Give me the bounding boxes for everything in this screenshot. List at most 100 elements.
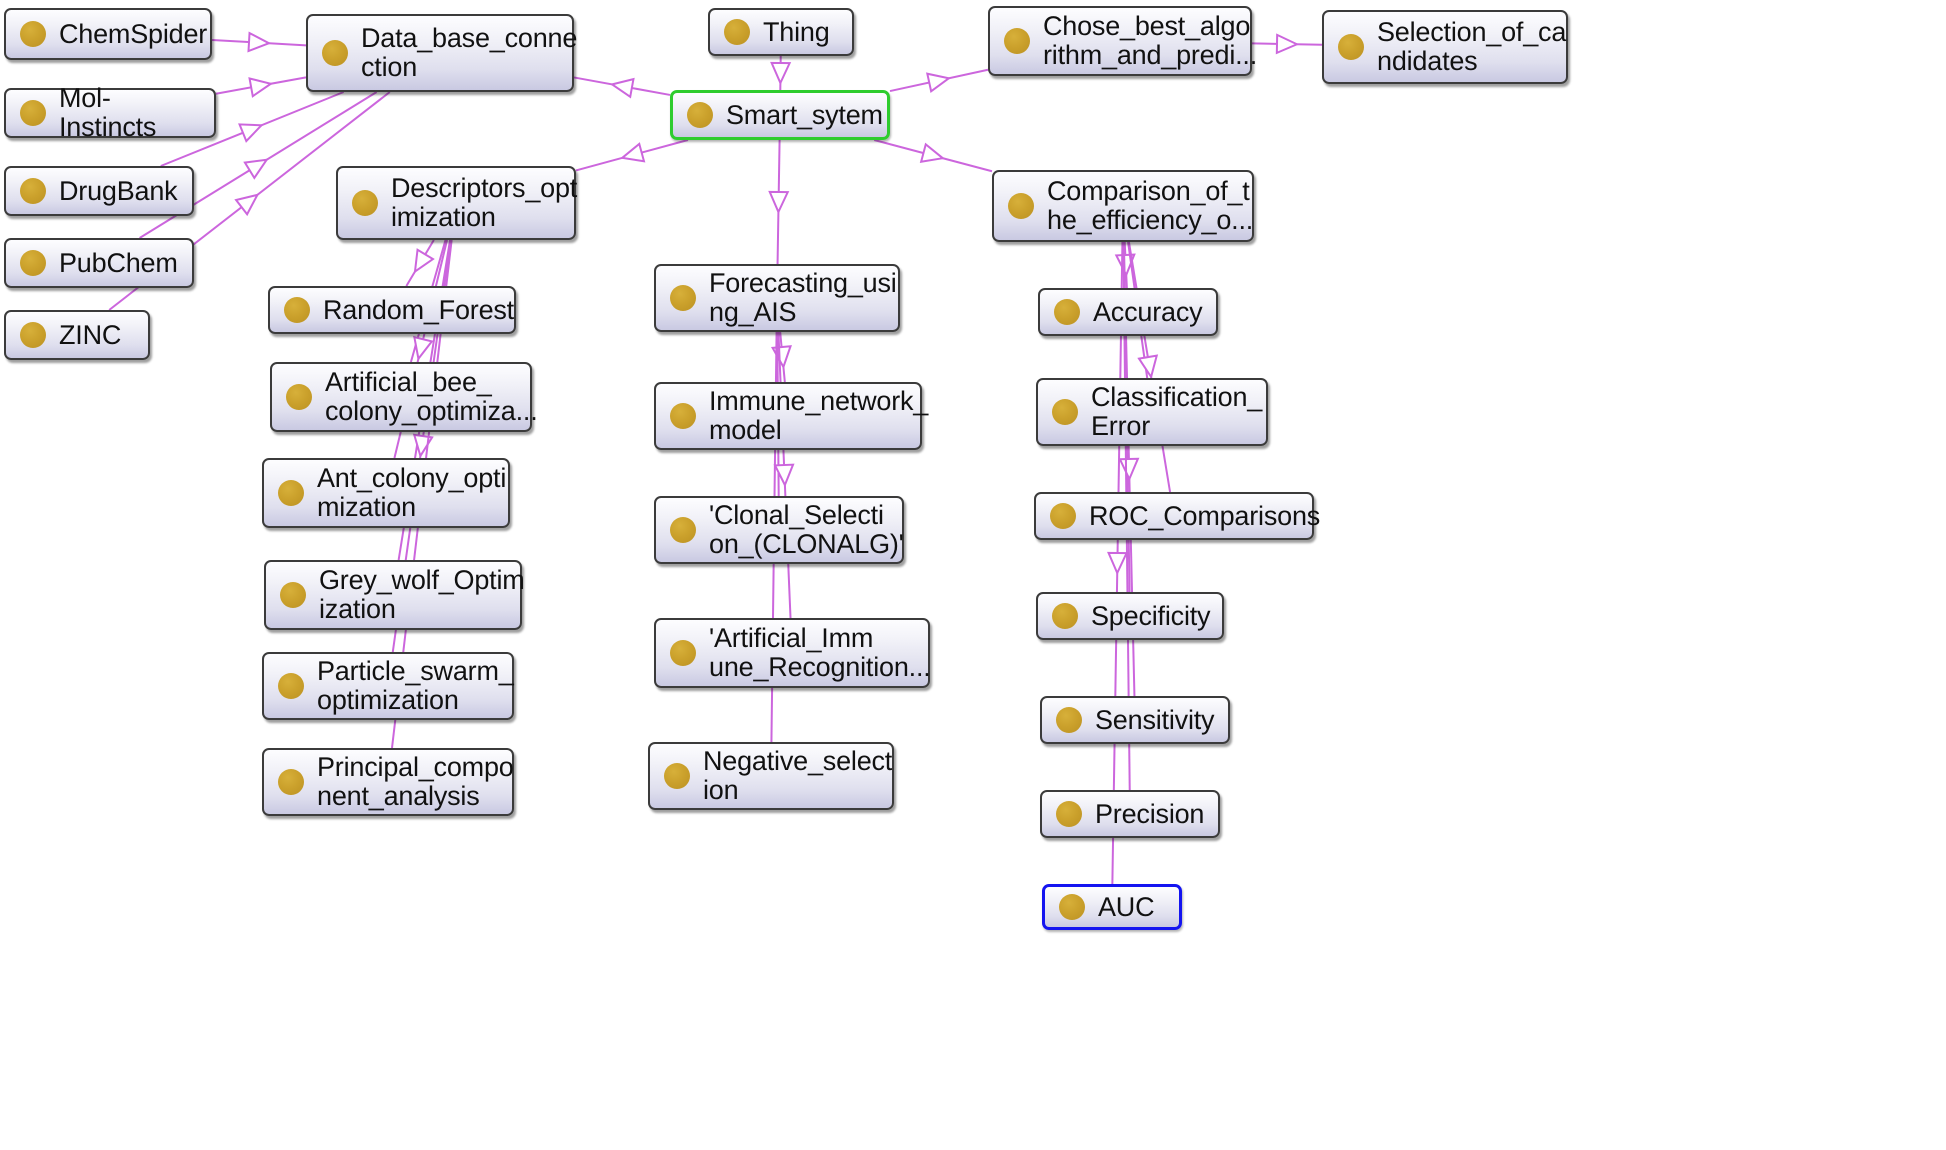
class-bullet-icon: [278, 769, 304, 795]
graph-edge-smart_sytem-to-descriptors_opt: [575, 139, 689, 172]
graph-edge-chemspider-to-database_conn: [211, 31, 307, 53]
class-bullet-icon: [670, 403, 696, 429]
graph-node-label: Classification_ Error: [1091, 382, 1263, 441]
class-bullet-icon: [284, 297, 310, 323]
graph-edge-comparison_eff-to-auc: [1107, 241, 1129, 885]
graph-node-precision[interactable]: Precision: [1040, 790, 1220, 838]
graph-node-label: Ant_colony_opti mization: [317, 463, 507, 522]
graph-node-label: ROC_Comparisons: [1089, 500, 1321, 531]
class-bullet-icon: [687, 102, 713, 128]
graph-node-label: Data_base_conne ction: [361, 23, 578, 82]
graph-node-label: DrugBank: [59, 175, 178, 206]
graph-node-mol_instincts[interactable]: Mol-Instincts: [4, 84, 216, 141]
graph-node-ant_colony[interactable]: Ant_colony_opti mization: [262, 458, 510, 528]
graph-node-class_error[interactable]: Classification_ Error: [1036, 378, 1268, 446]
graph-node-selection_cand[interactable]: Selection_of_ca ndidates: [1322, 10, 1568, 84]
graph-node-database_conn[interactable]: Data_base_conne ction: [306, 14, 578, 92]
class-bullet-icon: [280, 582, 306, 608]
graph-node-accuracy[interactable]: Accuracy: [1038, 288, 1218, 336]
graph-node-label: Selection_of_ca ndidates: [1377, 17, 1567, 76]
graph-node-artificial_bee[interactable]: Artificial_bee_ colony_optimiza...: [270, 362, 538, 432]
graph-node-label: Thing: [763, 16, 830, 47]
graph-edge-thing-to-smart_sytem: [770, 55, 792, 91]
class-bullet-icon: [1056, 707, 1082, 733]
graph-node-descriptors_opt[interactable]: Descriptors_opt imization: [336, 166, 578, 240]
graph-node-label: Sensitivity: [1095, 704, 1215, 735]
graph-node-label: Mol-Instincts: [59, 83, 157, 142]
graph-node-clonalg[interactable]: 'Clonal_Selecti on_(CLONALG)': [654, 496, 904, 564]
graph-edge-smart_sytem-to-forecasting_ais: [768, 139, 790, 265]
class-bullet-icon: [278, 480, 304, 506]
graph-node-sensitivity[interactable]: Sensitivity: [1040, 696, 1230, 744]
class-bullet-icon: [352, 190, 378, 216]
graph-node-label: Random_Forest: [323, 294, 514, 325]
graph-node-label: Forecasting_usi ng_AIS: [709, 268, 897, 327]
graph-node-forecasting_ais[interactable]: Forecasting_usi ng_AIS: [654, 264, 900, 332]
class-bullet-icon: [278, 673, 304, 699]
class-bullet-icon: [20, 322, 46, 348]
graph-node-comparison_eff[interactable]: Comparison_of_t he_efficiency_o...: [992, 170, 1254, 242]
class-bullet-icon: [1052, 399, 1078, 425]
class-bullet-icon: [20, 250, 46, 276]
graph-node-principal_comp[interactable]: Principal_compo nent_analysis: [262, 748, 514, 816]
graph-node-label: Accuracy: [1093, 296, 1203, 327]
graph-node-label: 'Clonal_Selecti on_(CLONALG)': [709, 500, 904, 559]
class-bullet-icon: [670, 285, 696, 311]
graph-node-label: ChemSpider: [59, 18, 208, 49]
graph-edge-smart_sytem-to-chose_best_algo: [889, 68, 989, 94]
class-bullet-icon: [724, 19, 750, 45]
graph-node-label: Specificity: [1091, 600, 1211, 631]
class-bullet-icon: [670, 640, 696, 666]
class-bullet-icon: [322, 40, 348, 66]
class-bullet-icon: [1056, 801, 1082, 827]
graph-edge-chose_best_algo-to-selection_cand: [1251, 33, 1323, 55]
graph-edge-smart_sytem-to-database_conn: [573, 76, 671, 99]
graph-node-chose_best_algo[interactable]: Chose_best_algo rithm_and_predi...: [988, 6, 1257, 76]
graph-node-label: Descriptors_opt imization: [391, 173, 578, 232]
graph-node-label: Comparison_of_t he_efficiency_o...: [1047, 176, 1254, 235]
class-bullet-icon: [1059, 894, 1085, 920]
graph-node-label: PubChem: [59, 247, 178, 278]
graph-node-artificial_imm[interactable]: 'Artificial_Imm une_Recognition...: [654, 618, 931, 688]
class-bullet-icon: [20, 178, 46, 204]
graph-node-label: Precision: [1095, 798, 1205, 829]
graph-node-label: Smart_sytem: [726, 99, 883, 130]
graph-node-immune_network[interactable]: Immune_network_ model: [654, 382, 928, 450]
graph-node-chemspider[interactable]: ChemSpider: [4, 8, 212, 60]
graph-node-label: ZINC: [59, 319, 122, 350]
graph-edge-comparison_eff-to-accuracy: [1114, 241, 1136, 289]
graph-node-roc_comp[interactable]: ROC_Comparisons: [1034, 492, 1320, 540]
graph-node-pubchem[interactable]: PubChem: [4, 238, 194, 288]
graph-node-grey_wolf[interactable]: Grey_wolf_Optim ization: [264, 560, 525, 630]
graph-node-particle_swarm[interactable]: Particle_swarm_ optimization: [262, 652, 514, 720]
graph-edge-forecasting_ais-to-artificial_imm: [773, 331, 795, 619]
class-bullet-icon: [1008, 193, 1034, 219]
graph-node-label: Grey_wolf_Optim ization: [319, 565, 525, 624]
graph-edge-mol_instincts-to-database_conn: [215, 76, 307, 98]
graph-node-auc[interactable]: AUC: [1042, 884, 1182, 930]
graph-node-label: Artificial_bee_ colony_optimiza...: [325, 367, 538, 426]
graph-node-specificity[interactable]: Specificity: [1036, 592, 1224, 640]
graph-node-thing[interactable]: Thing: [708, 8, 854, 56]
graph-node-neg_selection[interactable]: Negative_select ion: [648, 742, 894, 810]
graph-node-smart_sytem[interactable]: Smart_sytem: [670, 90, 890, 140]
graph-node-label: 'Artificial_Imm une_Recognition...: [709, 623, 931, 682]
graph-node-random_forest[interactable]: Random_Forest: [268, 286, 516, 334]
graph-edge-descriptors_opt-to-random_forest: [405, 239, 435, 287]
graph-node-label: Principal_compo nent_analysis: [317, 752, 514, 811]
class-bullet-icon: [1050, 503, 1076, 529]
graph-node-label: Immune_network_ model: [709, 386, 929, 445]
class-bullet-icon: [1004, 28, 1030, 54]
class-bullet-icon: [670, 517, 696, 543]
graph-edge-comparison_eff-to-roc_comp: [1127, 241, 1172, 493]
class-bullet-icon: [20, 100, 46, 126]
graph-node-drugbank[interactable]: DrugBank: [4, 166, 194, 216]
class-bullet-icon: [20, 21, 46, 47]
graph-node-label: Chose_best_algo rithm_and_predi...: [1043, 11, 1258, 70]
class-bullet-icon: [1052, 603, 1078, 629]
class-bullet-icon: [286, 384, 312, 410]
graph-node-label: AUC: [1098, 891, 1155, 922]
graph-node-zinc[interactable]: ZINC: [4, 310, 150, 360]
graph-edge-smart_sytem-to-comparison_eff: [873, 139, 993, 173]
